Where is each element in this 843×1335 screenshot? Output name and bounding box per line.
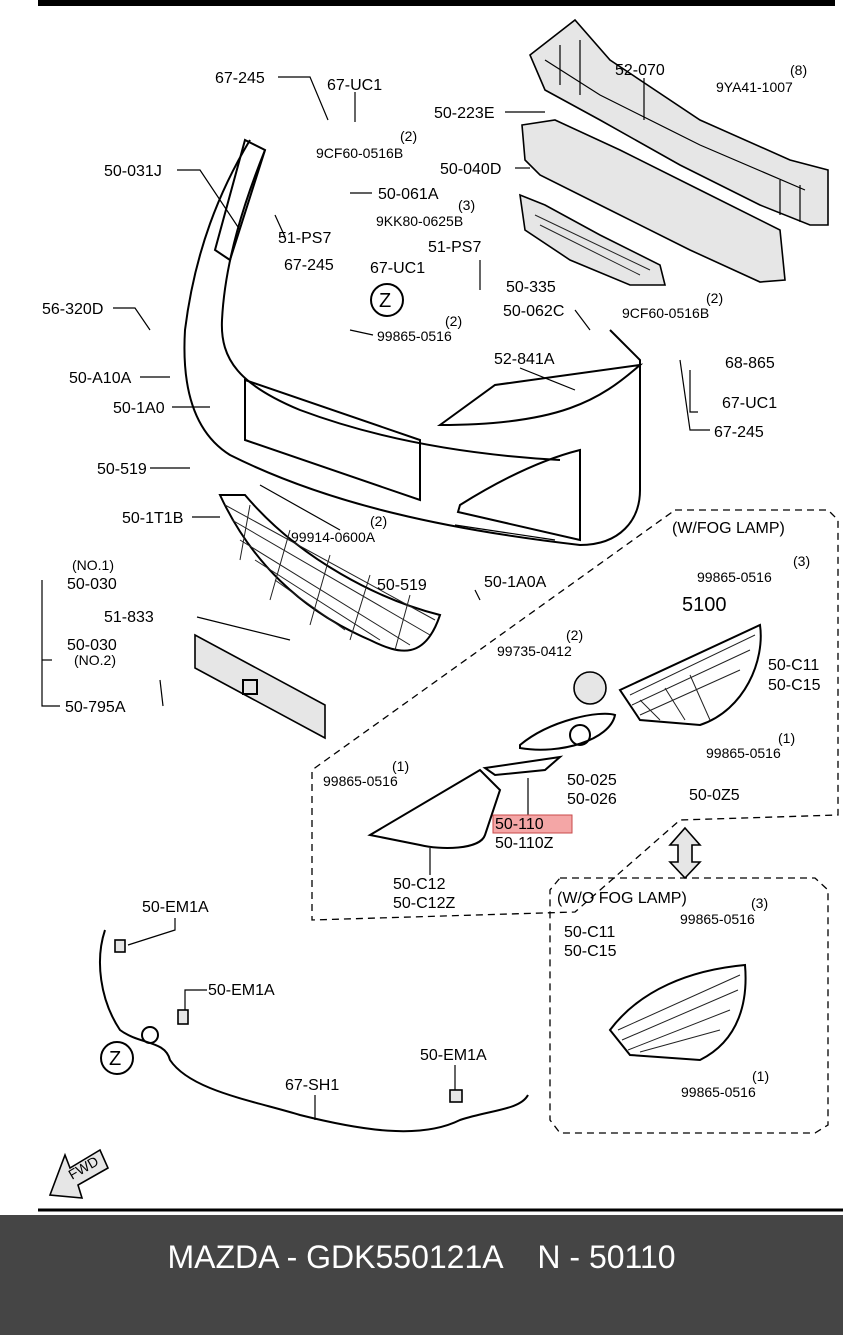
license-bracket bbox=[194, 633, 326, 740]
label-67-uc1-a: 67-UC1 bbox=[327, 77, 382, 94]
caption-bar: MAZDA - GDK550121A N - 50110 bbox=[0, 1215, 843, 1335]
label-99865-0516-c: 99865-0516 bbox=[706, 745, 781, 761]
label-50-795a: 50-795A bbox=[65, 699, 126, 716]
label-qty-2-c: (2) bbox=[706, 290, 723, 306]
leader-lines bbox=[41, 76, 710, 1120]
wfog-boundary bbox=[311, 509, 839, 921]
label-qty-2-d: (2) bbox=[370, 513, 387, 529]
label-67-245-c: 67-245 bbox=[714, 424, 764, 441]
bumper-reinforcement bbox=[529, 18, 829, 226]
label-qty-1-c: (1) bbox=[752, 1068, 769, 1084]
label-99865-0516-a: 99865-0516 bbox=[377, 328, 452, 344]
label-50-c15-b: 50-C15 bbox=[564, 943, 617, 960]
label-z-b: Z bbox=[109, 1048, 121, 1070]
label-50-223e: 50-223E bbox=[434, 105, 495, 122]
wofog-boundary bbox=[549, 877, 829, 1134]
z-marker-b bbox=[100, 1041, 134, 1075]
label-50-c12: 50-C12 bbox=[393, 876, 446, 893]
label-50-em1a-a: 50-EM1A bbox=[142, 899, 209, 916]
label-qty-2-a: (2) bbox=[400, 128, 417, 144]
label-67-245-a: 67-245 bbox=[215, 70, 265, 87]
label-50-a10a: 50-A10A bbox=[69, 370, 132, 387]
label-51-833: 51-833 bbox=[104, 609, 154, 626]
label-9kk80-0625b: 9KK80-0625B bbox=[376, 213, 463, 229]
fog-lamp-bezel bbox=[367, 623, 762, 849]
label-qty-3-a: (3) bbox=[458, 197, 475, 213]
label-50-c12z: 50-C12Z bbox=[393, 895, 455, 912]
label-99865-0516-b: 99865-0516 bbox=[697, 569, 772, 585]
label-qty-8: (8) bbox=[790, 62, 807, 78]
label-qty-2-e: (2) bbox=[566, 627, 583, 643]
label-67-sh1: 67-SH1 bbox=[285, 1077, 339, 1094]
label-56-320d: 56-320D bbox=[42, 301, 103, 318]
energy-absorber bbox=[521, 119, 786, 283]
lower-grille bbox=[218, 494, 442, 652]
label-50-519-a: 50-519 bbox=[97, 461, 147, 478]
label-50-062c: 50-062C bbox=[503, 303, 564, 320]
label-50-1a0: 50-1A0 bbox=[113, 400, 165, 417]
label-99865-0516-e: 99865-0516 bbox=[680, 911, 755, 927]
parts-diagram: 67-245 67-UC1 52-070 (8) 9YA41-1007 50-2… bbox=[38, 0, 843, 1212]
label-50-030-a: 50-030 bbox=[67, 576, 117, 593]
highlight-box bbox=[492, 814, 573, 834]
label-68-865: 68-865 bbox=[725, 355, 775, 372]
label-qty-3-c: (3) bbox=[751, 895, 768, 911]
label-99914-0600a: 99914-0600A bbox=[291, 529, 376, 545]
label-50-335: 50-335 bbox=[506, 279, 556, 296]
label-50-061a: 50-061A bbox=[378, 186, 439, 203]
lower-absorber bbox=[519, 193, 667, 286]
label-9ya41-1007: 9YA41-1007 bbox=[716, 79, 793, 95]
label-9cf60-0516b-a: 9CF60-0516B bbox=[316, 145, 403, 161]
label-50-em1a-c: 50-EM1A bbox=[420, 1047, 487, 1064]
label-z-a: Z bbox=[379, 290, 391, 312]
label-67-uc1-c: 67-UC1 bbox=[722, 395, 777, 412]
label-qty-3-b: (3) bbox=[793, 553, 810, 569]
label-no1: (NO.1) bbox=[72, 557, 114, 573]
label-50-1a0a: 50-1A0A bbox=[484, 574, 547, 591]
label-5100: 5100 bbox=[682, 594, 727, 616]
label-99865-0516-d: 99865-0516 bbox=[323, 773, 398, 789]
label-51-ps7-b: 51-PS7 bbox=[428, 239, 481, 256]
bumper-fascia bbox=[183, 138, 644, 547]
label-qty-1-a: (1) bbox=[778, 730, 795, 746]
label-50-0z5: 50-0Z5 bbox=[689, 787, 740, 804]
label-50-110z: 50-110Z bbox=[495, 835, 554, 852]
label-99865-0516-f: 99865-0516 bbox=[681, 1084, 756, 1100]
label-99735-0412: 99735-0412 bbox=[497, 643, 572, 659]
label-50-030-b: 50-030 bbox=[67, 637, 117, 654]
label-no2: (NO.2) bbox=[74, 652, 116, 668]
caption-text: MAZDA - GDK550121A N - 50110 bbox=[167, 1239, 676, 1275]
blank-cover bbox=[608, 963, 747, 1062]
label-50-em1a-b: 50-EM1A bbox=[208, 982, 275, 999]
label-50-025: 50-025 bbox=[567, 772, 617, 789]
label-50-026: 50-026 bbox=[567, 791, 617, 808]
label-50-040d: 50-040D bbox=[440, 161, 501, 178]
label-50-110: 50-110 bbox=[495, 816, 544, 833]
wiring-harness bbox=[99, 929, 529, 1133]
label-wo-fog-lamp: (W/O FOG LAMP) bbox=[557, 890, 687, 907]
label-50-c15-a: 50-C15 bbox=[768, 677, 821, 694]
label-50-1t1b: 50-1T1B bbox=[122, 510, 183, 527]
label-qty-2-b: (2) bbox=[445, 313, 462, 329]
label-9cf60-0516b-b: 9CF60-0516B bbox=[622, 305, 709, 321]
z-marker-a bbox=[370, 283, 404, 317]
label-50-031j: 50-031J bbox=[104, 163, 162, 180]
label-50-519-b: 50-519 bbox=[377, 577, 427, 594]
diagram-canvas: 67-245 67-UC1 52-070 (8) 9YA41-1007 50-2… bbox=[38, 0, 843, 1212]
fwd-arrow bbox=[48, 1148, 110, 1199]
alt-arrow bbox=[668, 826, 702, 880]
label-67-245-b: 67-245 bbox=[284, 257, 334, 274]
label-50-c11-a: 50-C11 bbox=[768, 657, 819, 674]
label-51-ps7-a: 51-PS7 bbox=[278, 230, 331, 247]
label-50-c11-b: 50-C11 bbox=[564, 924, 615, 941]
label-67-uc1-b: 67-UC1 bbox=[370, 260, 425, 277]
label-w-fog-lamp: (W/FOG LAMP) bbox=[672, 520, 785, 537]
label-qty-1-b: (1) bbox=[392, 758, 409, 774]
label-52-841a: 52-841A bbox=[494, 351, 555, 368]
label-52-070: 52-070 bbox=[615, 62, 665, 79]
